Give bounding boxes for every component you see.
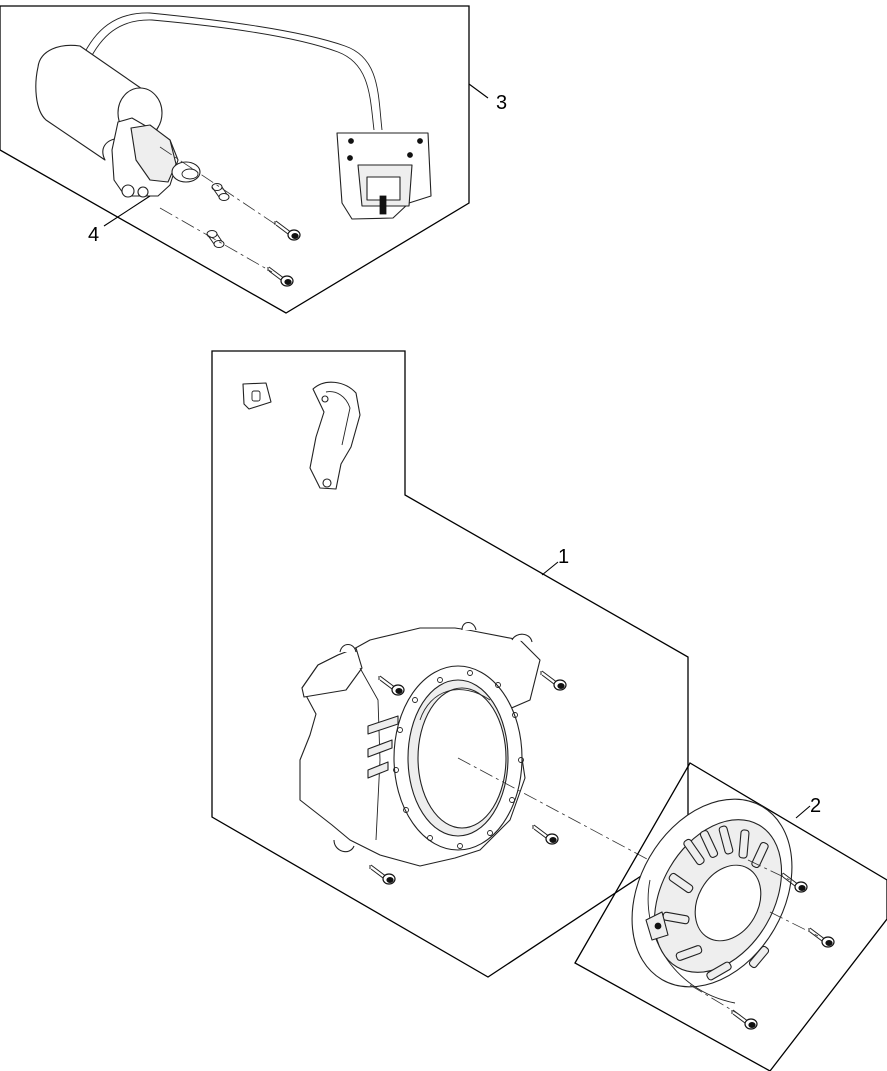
cover-centerlines xyxy=(689,859,819,1016)
flange-bolt-icon[interactable] xyxy=(369,864,396,885)
flange-bolt-icon[interactable] xyxy=(540,670,567,691)
svg-text:2: 2 xyxy=(810,795,821,817)
callout-2[interactable]: 2 xyxy=(795,795,821,819)
shroud-bracket-icon[interactable] xyxy=(309,381,361,490)
flange-bolt-icon[interactable] xyxy=(808,927,835,948)
spacer-icon[interactable] xyxy=(206,230,225,248)
clip-nut-icon[interactable] xyxy=(242,382,272,410)
housing-vent-slots xyxy=(367,715,399,779)
flange-bolt-icon[interactable] xyxy=(267,266,294,287)
svg-text:1: 1 xyxy=(558,546,569,568)
blower-housing-frame xyxy=(211,350,689,978)
housing-rim-holes xyxy=(393,670,524,849)
callout-3[interactable]: 3 xyxy=(468,83,507,114)
flange-bolt-icon[interactable] xyxy=(532,824,559,845)
wiring-harness-icon[interactable] xyxy=(81,12,432,220)
recoil-starter-cover-icon[interactable] xyxy=(600,770,825,1015)
starter-motor-icon[interactable] xyxy=(35,44,201,198)
svg-text:3: 3 xyxy=(496,92,507,114)
starter-centerlines xyxy=(159,146,279,273)
recoil-cover-frame xyxy=(574,762,887,1071)
starter-kit-frame xyxy=(0,5,470,314)
blower-housing-icon[interactable] xyxy=(299,621,541,867)
svg-text:4: 4 xyxy=(88,224,99,246)
callout-4[interactable]: 4 xyxy=(88,195,151,246)
cover-vent-slots xyxy=(662,825,770,981)
callout-1[interactable]: 1 xyxy=(541,546,569,576)
spacer-icon[interactable] xyxy=(211,183,230,201)
flange-bolt-icon[interactable] xyxy=(274,220,301,241)
